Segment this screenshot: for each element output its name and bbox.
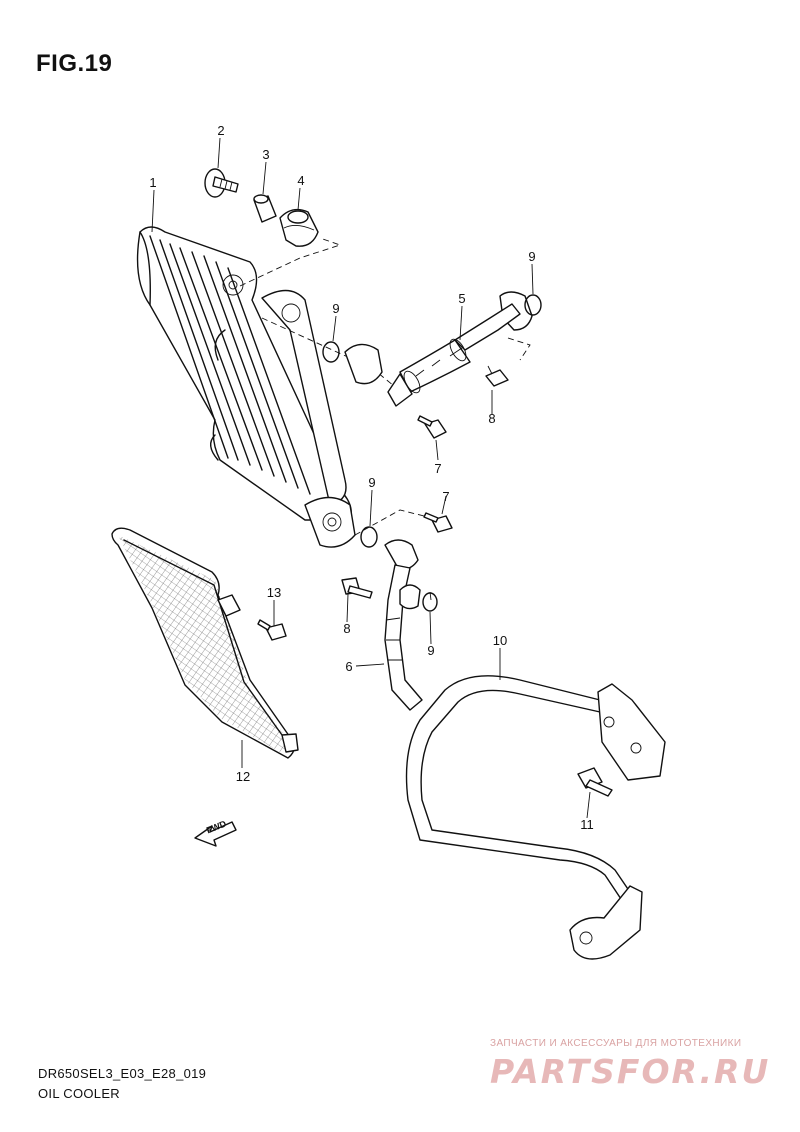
o-ring-9-c — [360, 526, 378, 548]
callout-9-b: 9 — [332, 301, 340, 316]
callout-10: 10 — [492, 633, 508, 648]
bolt-7-lower — [423, 512, 453, 533]
callout-7-lower: 7 — [442, 489, 450, 504]
collar-3 — [253, 194, 277, 223]
oil-hose-6 — [384, 539, 423, 711]
callout-9-d: 9 — [427, 643, 435, 658]
leader-lines — [151, 137, 591, 819]
diagram-code: DR650SEL3_E03_E28_019 — [38, 1066, 207, 1081]
assembly-line-hose-right — [507, 337, 531, 361]
bolt-8-lower — [341, 577, 373, 599]
oil-cooler-core — [136, 226, 356, 548]
bolt-7-upper — [417, 415, 447, 439]
o-ring-9-a — [524, 294, 542, 316]
callout-6: 6 — [345, 659, 353, 674]
oil-hose-5 — [387, 291, 533, 407]
callout-9-c: 9 — [368, 475, 376, 490]
callout-4: 4 — [297, 173, 305, 188]
diagram-name: OIL COOLER — [38, 1086, 120, 1101]
callout-9-a: 9 — [528, 249, 536, 264]
figure-title: FIG.19 — [36, 50, 113, 77]
bolt-11 — [577, 767, 613, 797]
callout-2: 2 — [217, 123, 225, 138]
callout-1: 1 — [149, 175, 157, 190]
o-ring-9-d — [422, 592, 438, 612]
bolt-2 — [204, 168, 239, 198]
assembly-line-mount — [239, 237, 342, 287]
watermark-logo: PARTSFOR.RU — [490, 1052, 771, 1091]
callout-12: 12 — [235, 769, 251, 784]
bolt-13 — [257, 619, 287, 641]
callout-13: 13 — [266, 585, 282, 600]
callout-7-upper: 7 — [434, 461, 442, 476]
callout-8-lower: 8 — [343, 621, 351, 636]
flange-plate-upper — [344, 343, 383, 385]
o-ring-9-b — [322, 341, 340, 363]
forward-direction-arrow-icon — [194, 821, 237, 847]
cushion-4 — [279, 208, 319, 247]
assembly-line-lower — [354, 509, 441, 536]
bolt-8-upper — [485, 365, 509, 387]
watermark-tagline: ЗАПЧАСТИ И АКСЕССУАРЫ ДЛЯ МОТОТЕХНИКИ — [490, 1038, 742, 1049]
callout-5: 5 — [458, 291, 466, 306]
callout-8-upper: 8 — [488, 411, 496, 426]
callout-11: 11 — [580, 817, 594, 832]
guard-pipe-10 — [405, 675, 666, 960]
cooler-guard-12 — [111, 527, 299, 759]
callout-3: 3 — [262, 147, 270, 162]
